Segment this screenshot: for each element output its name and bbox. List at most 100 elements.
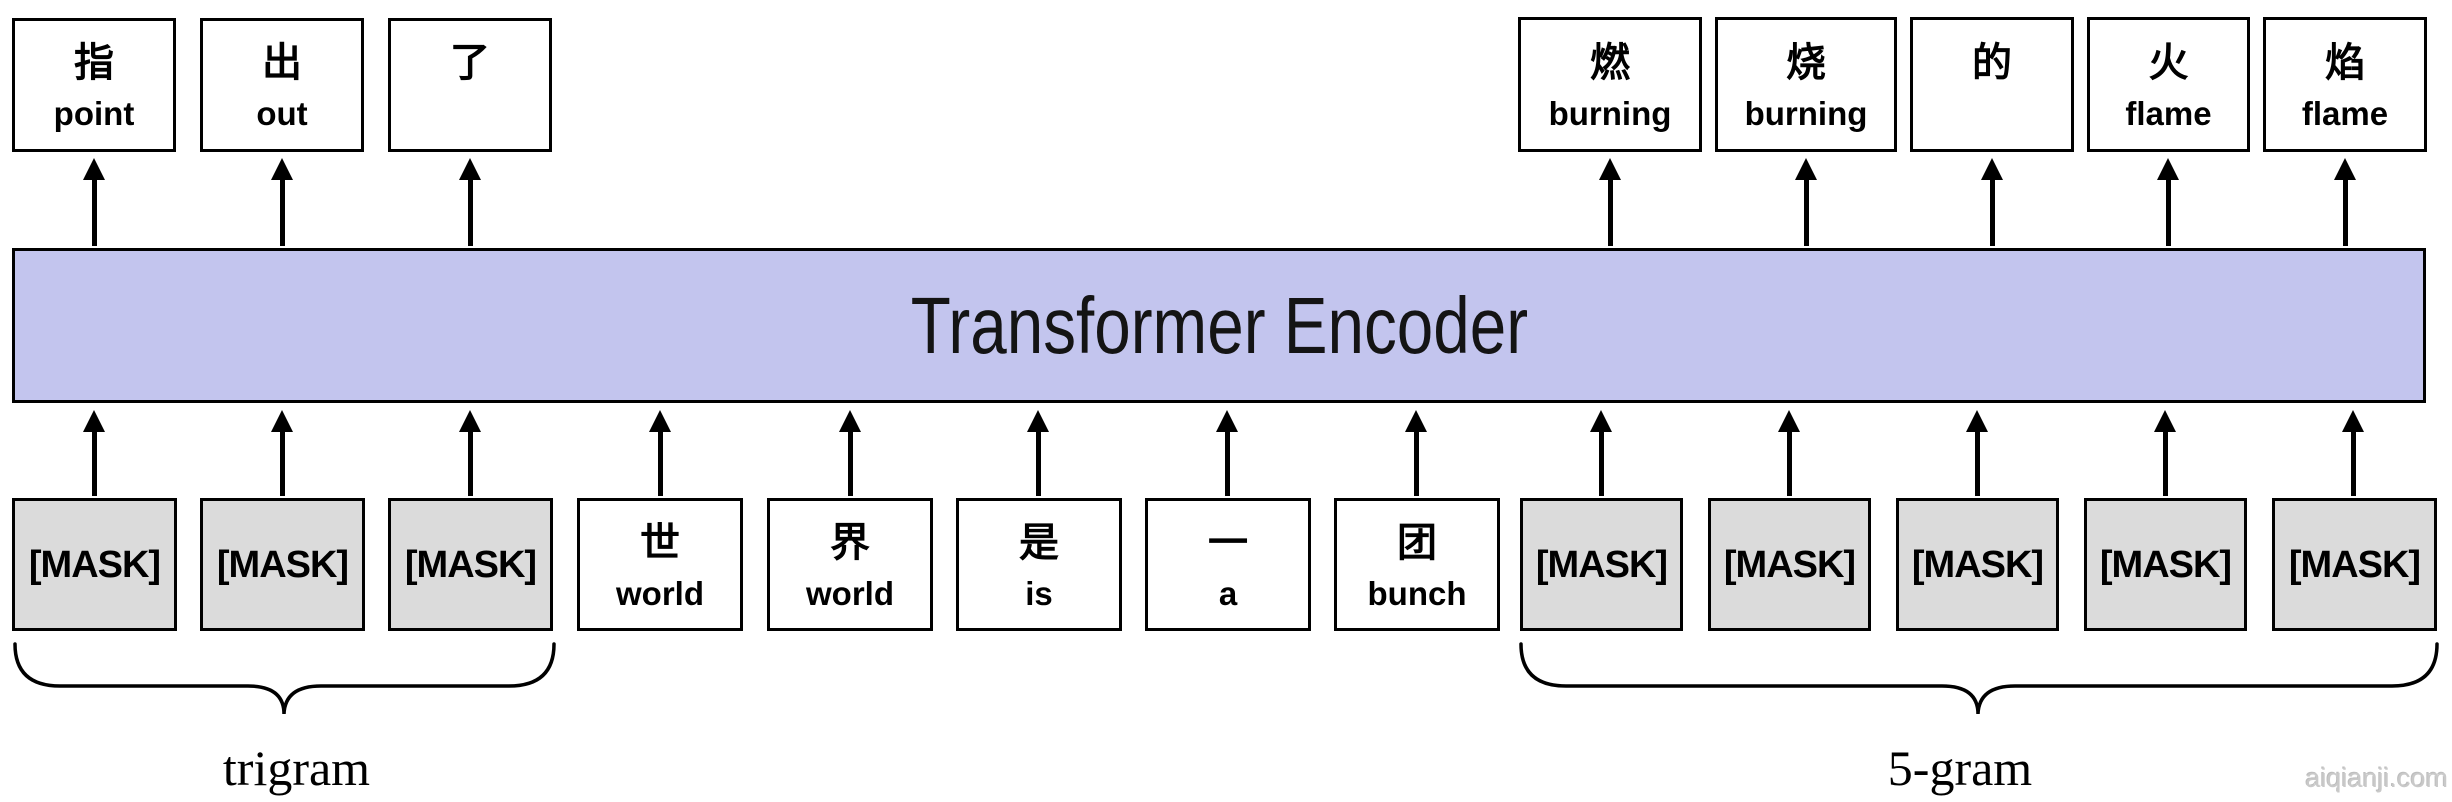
output-zh: 出 <box>262 41 302 85</box>
arrowhead-icon <box>649 410 671 432</box>
arrow-stem <box>657 432 663 496</box>
arrowhead-icon <box>271 158 293 180</box>
arrow-stem <box>1035 432 1041 496</box>
trigram-label: trigram <box>222 740 371 796</box>
arrowhead-icon <box>271 410 293 432</box>
output-zh: 烧 <box>1786 40 1826 85</box>
transformer-encoder-label: Transformer Encoder <box>910 280 1528 370</box>
output-box-de: 的 <box>1910 17 2074 152</box>
arrowhead-icon <box>2154 410 2176 432</box>
5gram-label: 5-gram <box>1887 740 2033 796</box>
arrowhead-icon <box>1778 410 1800 432</box>
arrow-stem <box>2162 432 2168 496</box>
arrowhead-icon <box>2157 158 2179 180</box>
arrow-stem <box>1413 432 1419 496</box>
token-zh: 界 <box>830 520 870 565</box>
mask-label: [MASK] <box>1535 543 1668 586</box>
arrowhead-icon <box>459 158 481 180</box>
output-zh: 燃 <box>1590 40 1630 85</box>
mask-label: [MASK] <box>404 543 537 586</box>
up-arrow <box>271 410 293 496</box>
arrow-stem <box>2350 432 2356 496</box>
up-arrow <box>83 158 105 246</box>
arrowhead-icon <box>1599 158 1621 180</box>
arrow-stem <box>279 180 285 246</box>
arrow-stem <box>91 180 97 246</box>
output-box-flame1: 火 flame <box>2087 17 2250 152</box>
output-zh: 焰 <box>2325 40 2365 85</box>
token-en: world <box>616 574 704 612</box>
output-box-burning1: 燃 burning <box>1518 17 1702 152</box>
output-en: burning <box>1548 94 1672 132</box>
up-arrow <box>1405 410 1427 496</box>
output-box-flame2: 焰 flame <box>2263 17 2427 152</box>
output-box-le: 了 <box>388 18 552 152</box>
mask-label: [MASK] <box>28 543 161 586</box>
arrowhead-icon <box>83 410 105 432</box>
arrowhead-icon <box>839 410 861 432</box>
output-zh: 指 <box>74 41 114 85</box>
input-token-box-a: 一 a <box>1145 498 1311 631</box>
token-zh: 世 <box>640 520 680 565</box>
up-arrow <box>83 410 105 496</box>
underbrace-5gram <box>1519 642 2439 715</box>
arrow-stem <box>2165 180 2171 246</box>
arrowhead-icon <box>459 410 481 432</box>
arrow-stem <box>1989 180 1995 246</box>
output-en: point <box>53 95 135 132</box>
token-en: a <box>1218 574 1238 612</box>
up-arrow <box>459 410 481 496</box>
up-arrow <box>2154 410 2176 496</box>
output-zh: 了 <box>450 41 490 85</box>
output-zh: 火 <box>2148 40 2189 85</box>
input-mask-box: [MASK] <box>2272 498 2437 631</box>
arrowhead-icon <box>1405 410 1427 432</box>
token-zh: 团 <box>1397 520 1437 565</box>
up-arrow <box>1216 410 1238 496</box>
input-mask-box: [MASK] <box>1520 498 1683 631</box>
input-mask-box: [MASK] <box>1896 498 2059 631</box>
up-arrow <box>839 410 861 496</box>
up-arrow <box>1590 410 1612 496</box>
arrowhead-icon <box>1027 410 1049 432</box>
up-arrow <box>2334 158 2356 246</box>
output-box-burning2: 烧 burning <box>1715 17 1897 152</box>
mask-label: [MASK] <box>2288 543 2421 586</box>
arrowhead-icon <box>2342 410 2364 432</box>
up-arrow <box>1778 410 1800 496</box>
arrow-stem <box>1803 180 1809 246</box>
up-arrow <box>271 158 293 246</box>
up-arrow <box>459 158 481 246</box>
input-mask-box: [MASK] <box>200 498 365 631</box>
up-arrow <box>2157 158 2179 246</box>
arrow-stem <box>467 180 473 246</box>
arrow-stem <box>279 432 285 496</box>
transformer-encoder-box: Transformer Encoder <box>12 248 2426 403</box>
arrow-stem <box>467 432 473 496</box>
up-arrow <box>2342 410 2364 496</box>
arrowhead-icon <box>2334 158 2356 180</box>
output-en: out <box>256 95 308 132</box>
output-box-out: 出 out <box>200 18 364 152</box>
arrow-stem <box>1607 180 1613 246</box>
arrow-stem <box>847 432 853 496</box>
output-en: flame <box>2301 94 2389 132</box>
up-arrow <box>1795 158 1817 246</box>
token-en: is <box>1025 574 1053 612</box>
input-token-box-world2: 界 world <box>767 498 933 631</box>
arrow-stem <box>1598 432 1604 496</box>
input-token-box-is: 是 is <box>956 498 1122 631</box>
output-en: burning <box>1744 94 1868 132</box>
arrowhead-icon <box>1590 410 1612 432</box>
token-zh: 是 <box>1019 520 1059 565</box>
arrowhead-icon <box>1795 158 1817 180</box>
input-mask-box: [MASK] <box>388 498 553 631</box>
output-zh: 的 <box>1972 40 2012 85</box>
arrow-stem <box>2342 180 2348 246</box>
arrowhead-icon <box>1966 410 1988 432</box>
input-token-box-bunch: 团 bunch <box>1334 498 1500 631</box>
input-mask-box: [MASK] <box>12 498 177 631</box>
mask-label: [MASK] <box>216 543 349 586</box>
up-arrow <box>649 410 671 496</box>
mask-label: [MASK] <box>1723 543 1856 586</box>
